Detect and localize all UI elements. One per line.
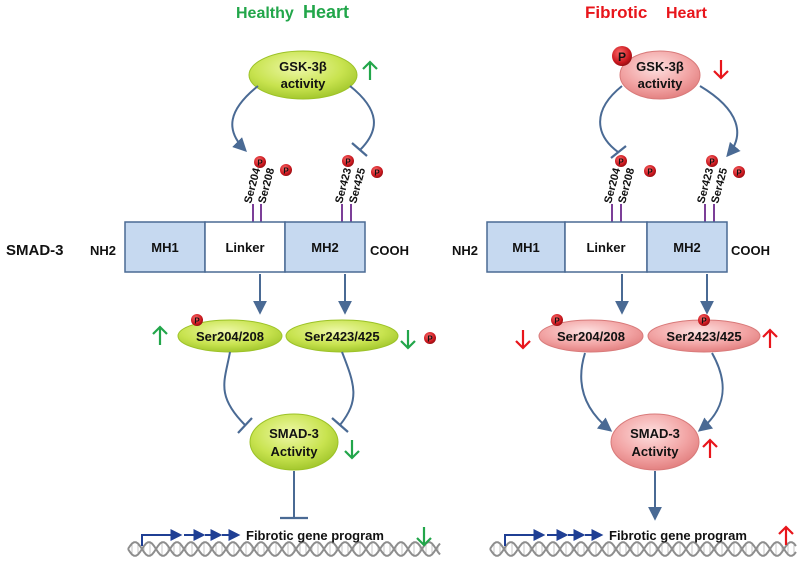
fibrotic-linker-label: Linker [586, 240, 625, 255]
healthy-domain-mh2 [284, 221, 366, 273]
fibrotic-panel: Fibrotic Heart GSK-3β activity P Ser204 … [452, 3, 797, 557]
healthy-gsk-inhibits-mh2 [349, 85, 375, 151]
fibrotic-phospho-linker-1 [615, 155, 627, 167]
healthy-gene-down-arrow-icon [416, 527, 432, 547]
healthy-panel: Healthy Heart GSK-3β activity Ser204 Ser… [90, 2, 441, 557]
healthy-domain-mh1 [124, 221, 206, 273]
healthy-phospho-detached [424, 332, 436, 344]
fibrotic-dna-helix [489, 541, 797, 557]
fibrotic-ser-linker-down-arrow-icon [515, 330, 531, 350]
fibrotic-mh1-label: MH1 [512, 240, 539, 255]
healthy-linker-inhibits-smad [223, 351, 246, 426]
healthy-nh2-label: NH2 [90, 243, 116, 258]
fibrotic-phospho-mh2-2 [733, 166, 745, 178]
healthy-phospho-mh2-2 [371, 166, 383, 178]
fibrotic-promoter-arrows [504, 529, 604, 546]
healthy-ser-mh2-label: Ser2423/425 [304, 329, 379, 344]
healthy-mh2-label: MH2 [311, 240, 338, 255]
phospho-label: P [554, 317, 560, 326]
phospho-label: P [736, 169, 742, 178]
fibrotic-gsk-down-arrow-icon [713, 60, 729, 80]
healthy-inhibition-bar-left [237, 417, 253, 434]
healthy-title-part1: Healthy [236, 5, 294, 22]
healthy-mh2-inhibits-smad [339, 351, 355, 426]
fibrotic-mh2-label: MH2 [673, 240, 700, 255]
phospho-label: P [709, 158, 715, 167]
fibrotic-cooh-label: COOH [731, 243, 770, 258]
fibrotic-gene-program-label: Fibrotic gene program [609, 528, 747, 543]
healthy-ser-linker-up-arrow-icon [152, 325, 168, 345]
smad3-row-label: SMAD-3 [6, 242, 64, 259]
phospho-label: P [618, 158, 624, 167]
fibrotic-gsk-label-1: GSK-3β [636, 59, 684, 74]
healthy-phospho-mh2-1 [342, 155, 354, 167]
fibrotic-inhibition-bar [610, 145, 627, 159]
phospho-label: P [647, 168, 653, 177]
healthy-smad-down-arrow-icon [344, 440, 360, 460]
fibrotic-gsk-inhibits-linker [599, 85, 623, 153]
fibrotic-gsk-to-mh2-arrow [699, 85, 741, 158]
phospho-label: P [345, 158, 351, 167]
fibrotic-gsk3b-node [619, 50, 701, 100]
healthy-mh1-label: MH1 [151, 240, 178, 255]
fibrotic-smad-label-1: SMAD-3 [630, 426, 680, 441]
phospho-label: P [194, 317, 200, 326]
healthy-phospho-linker-2 [280, 164, 292, 176]
healthy-smad-label-1: SMAD-3 [269, 426, 319, 441]
healthy-phospho-node-1 [191, 314, 203, 326]
phospho-label: P [701, 317, 707, 326]
fibrotic-smad3-activity-node [610, 413, 700, 471]
healthy-gsk-label-2: activity [281, 76, 327, 91]
fibrotic-ser-mh2-label: Ser2423/425 [666, 329, 741, 344]
healthy-title-part2: Heart [303, 2, 349, 22]
healthy-inhibition-bar [351, 142, 368, 157]
fibrotic-ser-mh2-up-arrow-icon [762, 328, 778, 348]
fibrotic-gene-up-arrow-icon [778, 525, 794, 545]
fibrotic-ser-linker-label: Ser204/208 [557, 329, 625, 344]
healthy-linker-label: Linker [225, 240, 264, 255]
fibrotic-phospho-linker-2 [644, 165, 656, 177]
healthy-gene-program-label: Fibrotic gene program [246, 528, 384, 543]
healthy-gsk-up-arrow-icon [362, 60, 378, 80]
fibrotic-smad-label-2: Activity [632, 444, 680, 459]
healthy-gsk3b-node [248, 50, 358, 100]
healthy-smad-label-2: Activity [271, 444, 319, 459]
fibrotic-linker-to-smad-arrow [580, 352, 613, 432]
healthy-dna-helix [127, 541, 441, 557]
fibrotic-gsk-phospho [612, 46, 632, 66]
healthy-smad3-activity-node [249, 413, 339, 471]
phospho-label: P [374, 169, 380, 178]
healthy-promoter-arrows [141, 529, 241, 546]
fibrotic-domain-mh1 [486, 221, 566, 273]
healthy-gsk-label-1: GSK-3β [279, 59, 327, 74]
healthy-gsk-to-linker-arrow [231, 85, 259, 152]
fibrotic-mh2-to-smad-arrow [697, 352, 724, 432]
fibrotic-title-part2: Heart [666, 5, 708, 22]
phospho-label: P [283, 167, 289, 176]
healthy-cooh-label: COOH [370, 243, 409, 258]
fibrotic-smad-up-arrow-icon [702, 438, 718, 458]
fibrotic-phospho-node-1 [551, 314, 563, 326]
healthy-inhibition-bar-right [331, 417, 349, 433]
phospho-label: P [257, 159, 263, 168]
healthy-ser-linker-label: Ser204/208 [196, 329, 264, 344]
fibrotic-domain-linker [564, 221, 648, 273]
fibrotic-title-part1: Fibrotic [585, 3, 647, 22]
healthy-ser-mh2-down-arrow-icon [400, 330, 416, 350]
phospho-label: P [427, 335, 433, 344]
fibrotic-nh2-label: NH2 [452, 243, 478, 258]
fibrotic-domain-mh2 [646, 221, 728, 273]
healthy-phospho-linker-1 [254, 156, 266, 168]
fibrotic-ser204-208-node [538, 319, 644, 353]
fibrotic-phospho-mh2-1 [706, 155, 718, 167]
fibrotic-gsk-label-2: activity [638, 76, 684, 91]
fibrotic-phospho-node-2 [698, 314, 710, 326]
phospho-label: P [618, 50, 626, 64]
